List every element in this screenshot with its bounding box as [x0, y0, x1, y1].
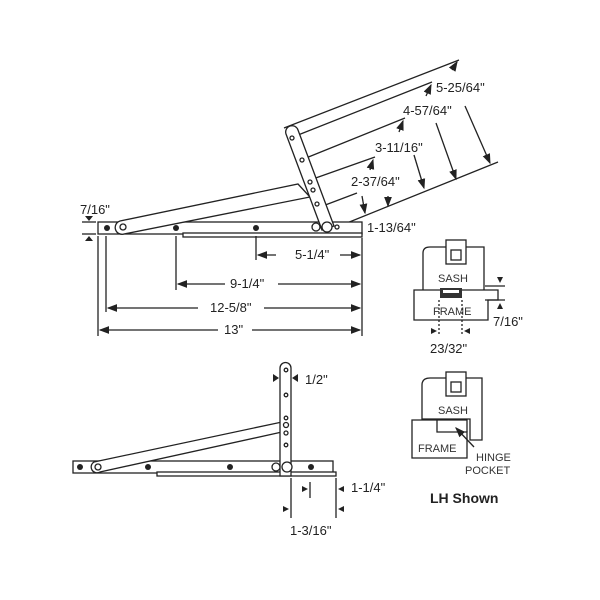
angled-dimension-arrows	[359, 60, 491, 215]
hinge-pocket-detail: SASH FRAME HINGE POCKET LH Shown	[411, 371, 511, 506]
dim-13: 13"	[224, 322, 243, 337]
dim-detail-height: 7/16"	[493, 314, 523, 329]
dim-2-37-64: 2-37/64"	[351, 174, 400, 189]
support-arm	[114, 183, 312, 235]
dim-track-height: 7/16"	[80, 202, 110, 217]
dim-1-1-4: 1-1/4"	[351, 480, 386, 495]
sash-label: SASH	[438, 405, 468, 417]
linear-dimensions	[82, 216, 363, 336]
dim-3-11-16: 3-11/16"	[375, 140, 423, 155]
dim-arm-width: 1/2"	[305, 372, 328, 387]
sash-arm	[285, 125, 340, 233]
hinge-pocket-label-line2: POCKET	[465, 465, 511, 477]
hinge-pocket-label-line1: HINGE	[476, 452, 511, 464]
frame-label: FRAME	[433, 306, 472, 318]
dim-5-1-4: 5-1/4"	[295, 247, 330, 262]
open-hinge-view: 5-25/64" 4-57/64" 3-11/16" 2-37/64" 1-13…	[80, 59, 499, 337]
dim-4-57-64: 4-57/64"	[403, 103, 452, 118]
frame-label: FRAME	[418, 443, 457, 455]
dim-1-13-64: 1-13/64"	[367, 220, 416, 235]
dim-9-1-4: 9-1/4"	[230, 276, 265, 291]
dim-5-25-64: 5-25/64"	[436, 80, 485, 95]
dim-1-3-16: 1-3/16"	[290, 523, 332, 538]
sash-frame-detail-top: SASH FRAME 7/16" 23/32"	[413, 239, 523, 356]
sash-extension-lines	[283, 59, 499, 228]
lh-shown-caption: LH Shown	[430, 490, 498, 506]
dim-12-5-8: 12-5/8"	[210, 300, 252, 315]
dim-detail-width: 23/32"	[430, 341, 468, 356]
sash-label: SASH	[438, 273, 468, 285]
closed-hinge-view: 1/2" 1-1/4" 1-3/16"	[72, 361, 386, 538]
